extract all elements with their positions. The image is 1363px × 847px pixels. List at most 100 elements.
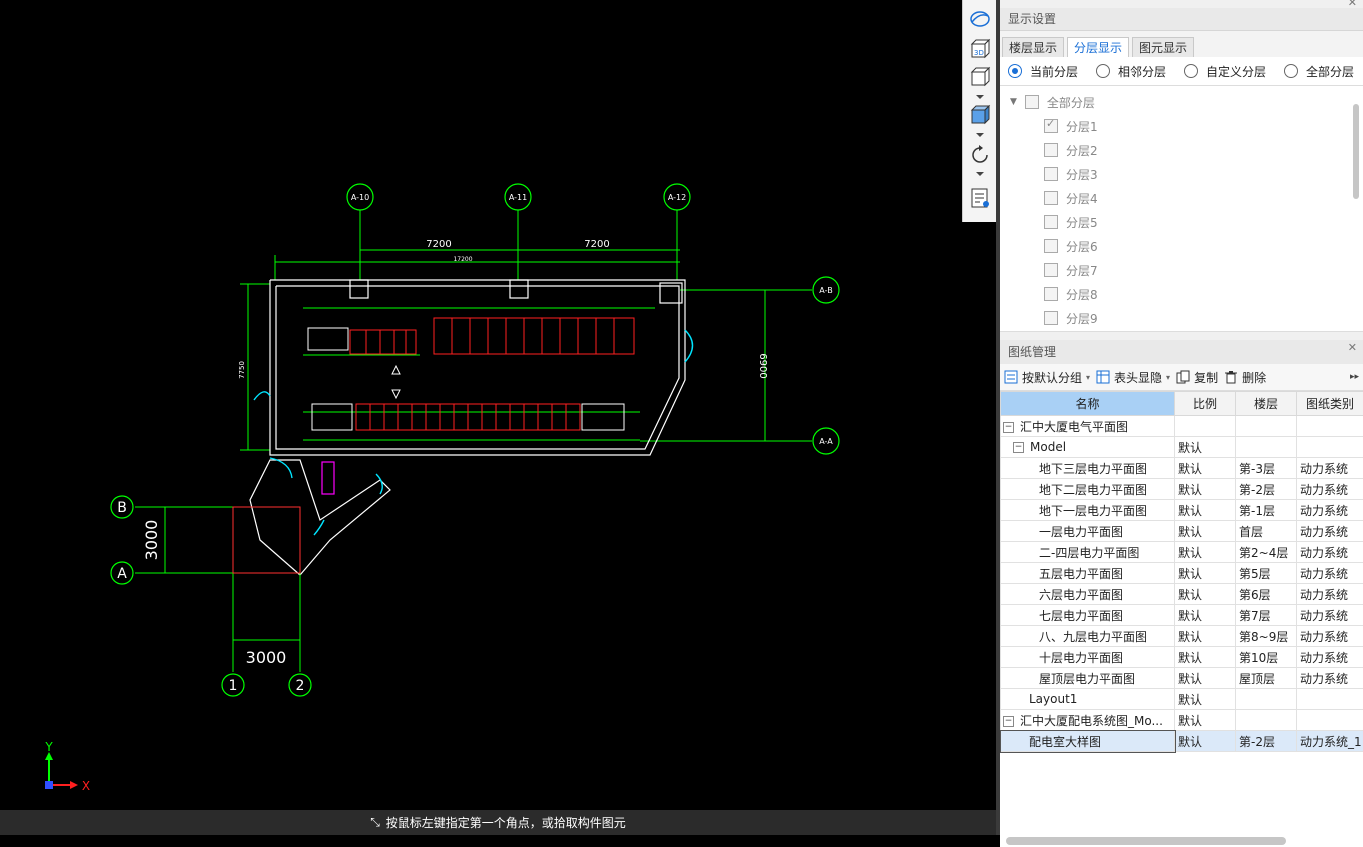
chevron-down-icon[interactable]	[976, 133, 984, 137]
table-row[interactable]: 地下二层电力平面图默认第-2层动力系统	[1001, 479, 1363, 500]
cell-scale[interactable]: 默认	[1175, 479, 1236, 500]
cell-type[interactable]: 动力系统_1	[1297, 731, 1363, 752]
cell-name[interactable]: 七层电力平面图	[1001, 605, 1175, 626]
cell-floor[interactable]	[1236, 437, 1297, 458]
cell-name[interactable]: −汇中大厦配电系统图_Mo...	[1001, 710, 1175, 731]
col-header-name[interactable]: 名称	[1001, 392, 1175, 416]
cell-scale[interactable]	[1175, 416, 1236, 437]
cell-name[interactable]: Layout1	[1001, 689, 1175, 710]
cell-scale[interactable]: 默认	[1175, 437, 1236, 458]
cell-type[interactable]	[1297, 710, 1363, 731]
cell-name[interactable]: 地下二层电力平面图	[1001, 479, 1175, 500]
cell-scale[interactable]: 默认	[1175, 521, 1236, 542]
table-row[interactable]: 地下一层电力平面图默认第-1层动力系统	[1001, 500, 1363, 521]
cell-floor[interactable]: 第6层	[1236, 584, 1297, 605]
cell-floor[interactable]: 第-2层	[1236, 479, 1297, 500]
layer-checkbox[interactable]	[1044, 143, 1058, 157]
cell-type[interactable]: 动力系统	[1297, 668, 1363, 689]
drawing-svg[interactable]: A-10 A-11 A-12 A-B A-A 7200 7200 17200 6…	[0, 0, 996, 810]
cell-floor[interactable]	[1236, 710, 1297, 731]
layer-checkbox[interactable]	[1044, 119, 1058, 133]
cell-floor[interactable]: 首层	[1236, 521, 1297, 542]
cell-name[interactable]: −Model	[1001, 437, 1175, 458]
chevron-down-icon[interactable]: ▾	[1086, 373, 1090, 382]
cell-name[interactable]: 五层电力平面图	[1001, 563, 1175, 584]
copy-button[interactable]: 复制	[1176, 369, 1218, 386]
table-row[interactable]: 配电室大样图默认第-2层动力系统_1	[1001, 731, 1363, 752]
cad-canvas[interactable]: A-10 A-11 A-12 A-B A-A 7200 7200 17200 6…	[0, 0, 996, 810]
cell-scale[interactable]: 默认	[1175, 668, 1236, 689]
layer-scrollbar[interactable]	[1353, 104, 1359, 199]
layer-row[interactable]: 分层3	[1000, 162, 1363, 186]
layer-row[interactable]: 分层6	[1000, 234, 1363, 258]
cell-floor[interactable]: 第8~9层	[1236, 626, 1297, 647]
layer-row[interactable]: 分层9	[1000, 306, 1363, 330]
table-row[interactable]: 六层电力平面图默认第6层动力系统	[1001, 584, 1363, 605]
table-row[interactable]: 二-四层电力平面图默认第2~4层动力系统	[1001, 542, 1363, 563]
cell-type[interactable]: 动力系统	[1297, 458, 1363, 479]
cell-scale[interactable]: 默认	[1175, 626, 1236, 647]
cell-floor[interactable]: 第2~4层	[1236, 542, 1297, 563]
cell-name[interactable]: 一层电力平面图	[1001, 521, 1175, 542]
radio-custom-layer[interactable]: 自定义分层	[1184, 63, 1266, 80]
table-row[interactable]: 十层电力平面图默认第10层动力系统	[1001, 647, 1363, 668]
cell-floor[interactable]: 第7层	[1236, 605, 1297, 626]
layer-checkbox[interactable]	[1044, 287, 1058, 301]
layer-checkbox[interactable]	[1044, 215, 1058, 229]
cell-type[interactable]: 动力系统	[1297, 626, 1363, 647]
cell-type[interactable]: 动力系统	[1297, 542, 1363, 563]
cell-scale[interactable]: 默认	[1175, 647, 1236, 668]
col-header-type[interactable]: 图纸类别	[1297, 392, 1363, 416]
cell-type[interactable]: 动力系统	[1297, 479, 1363, 500]
cell-scale[interactable]: 默认	[1175, 563, 1236, 584]
layer-row[interactable]: 分层2	[1000, 138, 1363, 162]
table-row[interactable]: 地下三层电力平面图默认第-3层动力系统	[1001, 458, 1363, 479]
cell-floor[interactable]: 屋顶层	[1236, 668, 1297, 689]
cell-floor[interactable]	[1236, 689, 1297, 710]
cell-scale[interactable]: 默认	[1175, 584, 1236, 605]
cell-floor[interactable]	[1236, 416, 1297, 437]
layer-row[interactable]: 分层1	[1000, 114, 1363, 138]
cell-name[interactable]: 配电室大样图	[1001, 731, 1175, 752]
cell-name[interactable]: 地下一层电力平面图	[1001, 500, 1175, 521]
layer-row[interactable]: 分层8	[1000, 282, 1363, 306]
layer-checkbox[interactable]	[1044, 239, 1058, 253]
table-row[interactable]: −汇中大厦电气平面图	[1001, 416, 1363, 437]
solid-cube-icon[interactable]	[967, 102, 993, 128]
table-row[interactable]: 八、九层电力平面图默认第8~9层动力系统	[1001, 626, 1363, 647]
group-by-default-button[interactable]: 按默认分组 ▾	[1004, 369, 1090, 386]
cell-floor[interactable]: 第-1层	[1236, 500, 1297, 521]
layer-root-checkbox[interactable]	[1025, 95, 1039, 109]
cell-type[interactable]	[1297, 437, 1363, 458]
collapse-icon[interactable]: −	[1013, 442, 1024, 453]
cell-type[interactable]	[1297, 416, 1363, 437]
more-icon[interactable]: ▸▸	[1350, 372, 1359, 382]
table-row[interactable]: 屋顶层电力平面图默认屋顶层动力系统	[1001, 668, 1363, 689]
chevron-down-icon[interactable]	[976, 172, 984, 176]
orbit-icon[interactable]	[967, 6, 993, 32]
layer-checkbox[interactable]	[1044, 263, 1058, 277]
cell-floor[interactable]: 第10层	[1236, 647, 1297, 668]
table-row[interactable]: −汇中大厦配电系统图_Mo...默认	[1001, 710, 1363, 731]
radio-current-layer[interactable]: 当前分层	[1008, 63, 1078, 80]
layer-row[interactable]: 分层4	[1000, 186, 1363, 210]
table-row[interactable]: 一层电力平面图默认首层动力系统	[1001, 521, 1363, 542]
cell-type[interactable]: 动力系统	[1297, 647, 1363, 668]
cell-scale[interactable]: 默认	[1175, 500, 1236, 521]
layer-checkbox[interactable]	[1044, 191, 1058, 205]
triangle-down-icon[interactable]: ▼	[1010, 97, 1017, 107]
cell-floor[interactable]: 第-2层	[1236, 731, 1297, 752]
cell-type[interactable]: 动力系统	[1297, 563, 1363, 584]
layer-checkbox[interactable]	[1044, 311, 1058, 325]
tab-element-display[interactable]: 图元显示	[1132, 37, 1194, 59]
cell-scale[interactable]: 默认	[1175, 689, 1236, 710]
cell-floor[interactable]: 第5层	[1236, 563, 1297, 584]
cell-scale[interactable]: 默认	[1175, 458, 1236, 479]
delete-button[interactable]: 删除	[1224, 369, 1266, 386]
cell-type[interactable]: 动力系统	[1297, 500, 1363, 521]
cube-view-icon[interactable]	[967, 64, 993, 90]
table-row[interactable]: 七层电力平面图默认第7层动力系统	[1001, 605, 1363, 626]
collapse-icon[interactable]: −	[1003, 422, 1014, 433]
cell-name[interactable]: 六层电力平面图	[1001, 584, 1175, 605]
